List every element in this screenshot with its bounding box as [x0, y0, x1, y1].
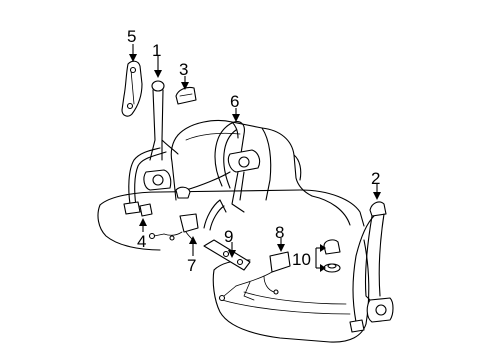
callout-9: 9 [224, 227, 233, 246]
callout-3: 3 [179, 60, 188, 79]
right-retractor-belt-part [349, 201, 394, 333]
buckle-anchor-part [139, 203, 153, 217]
buckle-cable-part [148, 213, 199, 245]
cover-caps-part [323, 239, 341, 273]
callout-1: 1 [152, 41, 161, 60]
callout-2: 2 [371, 169, 380, 188]
center-buckle-strap [203, 199, 227, 231]
bracket-part [203, 239, 251, 271]
seat-cushion [97, 189, 370, 343]
callout-4: 4 [137, 232, 146, 251]
callout-10: 10 [292, 250, 311, 269]
floor-buckle-part [218, 251, 291, 302]
callout-labels: 5 1 3 6 2 4 7 8 9 10 [127, 27, 380, 275]
callout-6: 6 [230, 92, 239, 111]
callout-5: 5 [127, 27, 136, 46]
callout-7: 7 [187, 256, 196, 275]
callout-8: 8 [275, 223, 284, 242]
leader-lines [129, 44, 381, 272]
seat-backrest [170, 119, 313, 201]
trim-cover-part [175, 86, 197, 105]
center-belt-part [175, 121, 261, 213]
upper-belt-guide-part [121, 60, 143, 117]
left-retractor-belt-part [123, 80, 179, 215]
